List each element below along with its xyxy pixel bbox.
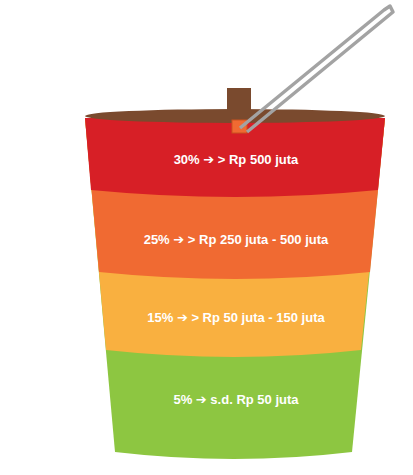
bucket-handle — [240, 6, 393, 132]
tier-label: 25% ➔ > Rp 250 juta - 500 juta — [144, 232, 329, 248]
yellow-band — [85, 118, 385, 357]
tier-label: 15% ➔ > Rp 50 juta - 150 juta — [147, 310, 324, 326]
tier-band: 25% ➔ > Rp 250 juta - 500 juta — [106, 210, 367, 270]
orange-band — [85, 118, 385, 279]
tier-band: 5% ➔ s.d. Rp 50 juta — [121, 365, 352, 435]
tier-band: 30% ➔ > Rp 500 juta — [98, 130, 374, 190]
tier-label: 5% ➔ s.d. Rp 50 juta — [173, 392, 298, 408]
red-band — [85, 118, 385, 197]
tier-band: 15% ➔ > Rp 50 juta - 150 juta — [113, 288, 359, 348]
tier-label: 30% ➔ > Rp 500 juta — [174, 152, 299, 168]
handle-knob — [227, 88, 251, 114]
green-band — [85, 118, 385, 459]
